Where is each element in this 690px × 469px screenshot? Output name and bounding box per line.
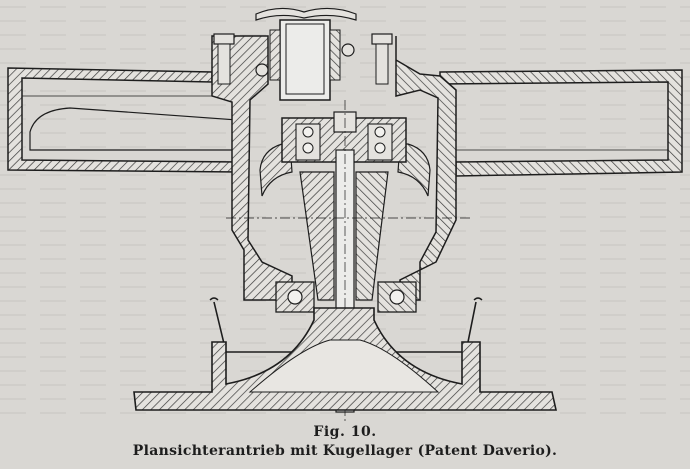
- upper-bearing: [281, 111, 407, 163]
- figure-number: Fig. 10.: [313, 424, 377, 440]
- ball-bearing-icon: [374, 126, 386, 138]
- bolt-right: [371, 33, 393, 85]
- ball-bearing-icon: [389, 289, 405, 305]
- ball-bearing-icon: [302, 126, 314, 138]
- bolt-left: [213, 33, 235, 85]
- ball-bearing-icon: [302, 142, 314, 154]
- base-foot: [133, 307, 557, 411]
- technical-drawing: [0, 0, 690, 422]
- figure-caption: Plansichterantrieb mit Kugellager (Paten…: [132, 443, 558, 459]
- ball-bearing-icon: [374, 142, 386, 154]
- upper-shaft: [255, 7, 357, 101]
- ball-bearing-icon: [287, 289, 303, 305]
- lower-bearing: [275, 281, 417, 313]
